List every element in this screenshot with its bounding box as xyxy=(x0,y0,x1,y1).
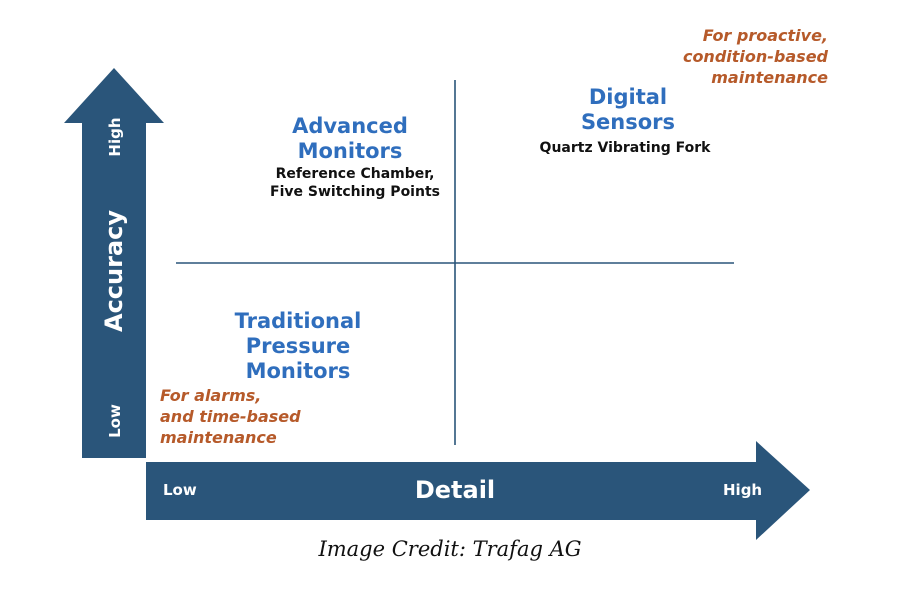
y-axis-high-label: High xyxy=(106,117,124,157)
x-axis-low-label: Low xyxy=(163,481,197,499)
quadrant-title-line: Sensors xyxy=(580,110,676,134)
quadrant-detail-line: Quartz Vibrating Fork xyxy=(539,140,711,156)
note-bottom-left: For alarms, and time-based maintenance xyxy=(160,385,360,448)
x-axis-high-label: High xyxy=(723,481,763,499)
quadrant-title-line: Advanced xyxy=(292,114,408,138)
quadrant-top-left-title: Advanced Monitors xyxy=(260,114,440,164)
quadrant-title-line: Digital xyxy=(588,85,668,109)
quadrant-title-line: Pressure xyxy=(245,334,351,358)
y-axis-arrow xyxy=(64,68,164,458)
note-line: For proactive, xyxy=(702,26,828,45)
note-line: For alarms, xyxy=(160,386,262,405)
quadrant-detail-line: Reference Chamber, xyxy=(275,166,435,182)
note-line: condition-based xyxy=(682,47,828,66)
x-axis-title: Detail xyxy=(414,476,496,504)
y-axis-title: Accuracy xyxy=(100,209,128,332)
quadrant-detail-line: Five Switching Points xyxy=(270,184,440,200)
note-line: and time-based xyxy=(160,407,301,426)
quadrant-title-line: Monitors xyxy=(297,139,403,163)
quadrant-top-right-title: Digital Sensors xyxy=(548,85,708,135)
quadrant-top-right-detail: Quartz Vibrating Fork xyxy=(520,139,730,157)
quadrant-title-line: Monitors xyxy=(245,359,351,383)
y-axis-low-label: Low xyxy=(106,404,124,438)
image-credit: Image Credit: Trafag AG xyxy=(318,537,582,561)
quadrant-top-left-detail: Reference Chamber, Five Switching Points xyxy=(255,165,455,201)
quadrant-bottom-left-title: Traditional Pressure Monitors xyxy=(208,309,388,384)
x-axis-arrow xyxy=(146,441,810,540)
note-top-right: For proactive, condition-based maintenan… xyxy=(630,25,828,88)
note-line: maintenance xyxy=(160,428,277,447)
note-line: maintenance xyxy=(711,68,828,87)
quadrant-title-line: Traditional xyxy=(234,309,362,333)
